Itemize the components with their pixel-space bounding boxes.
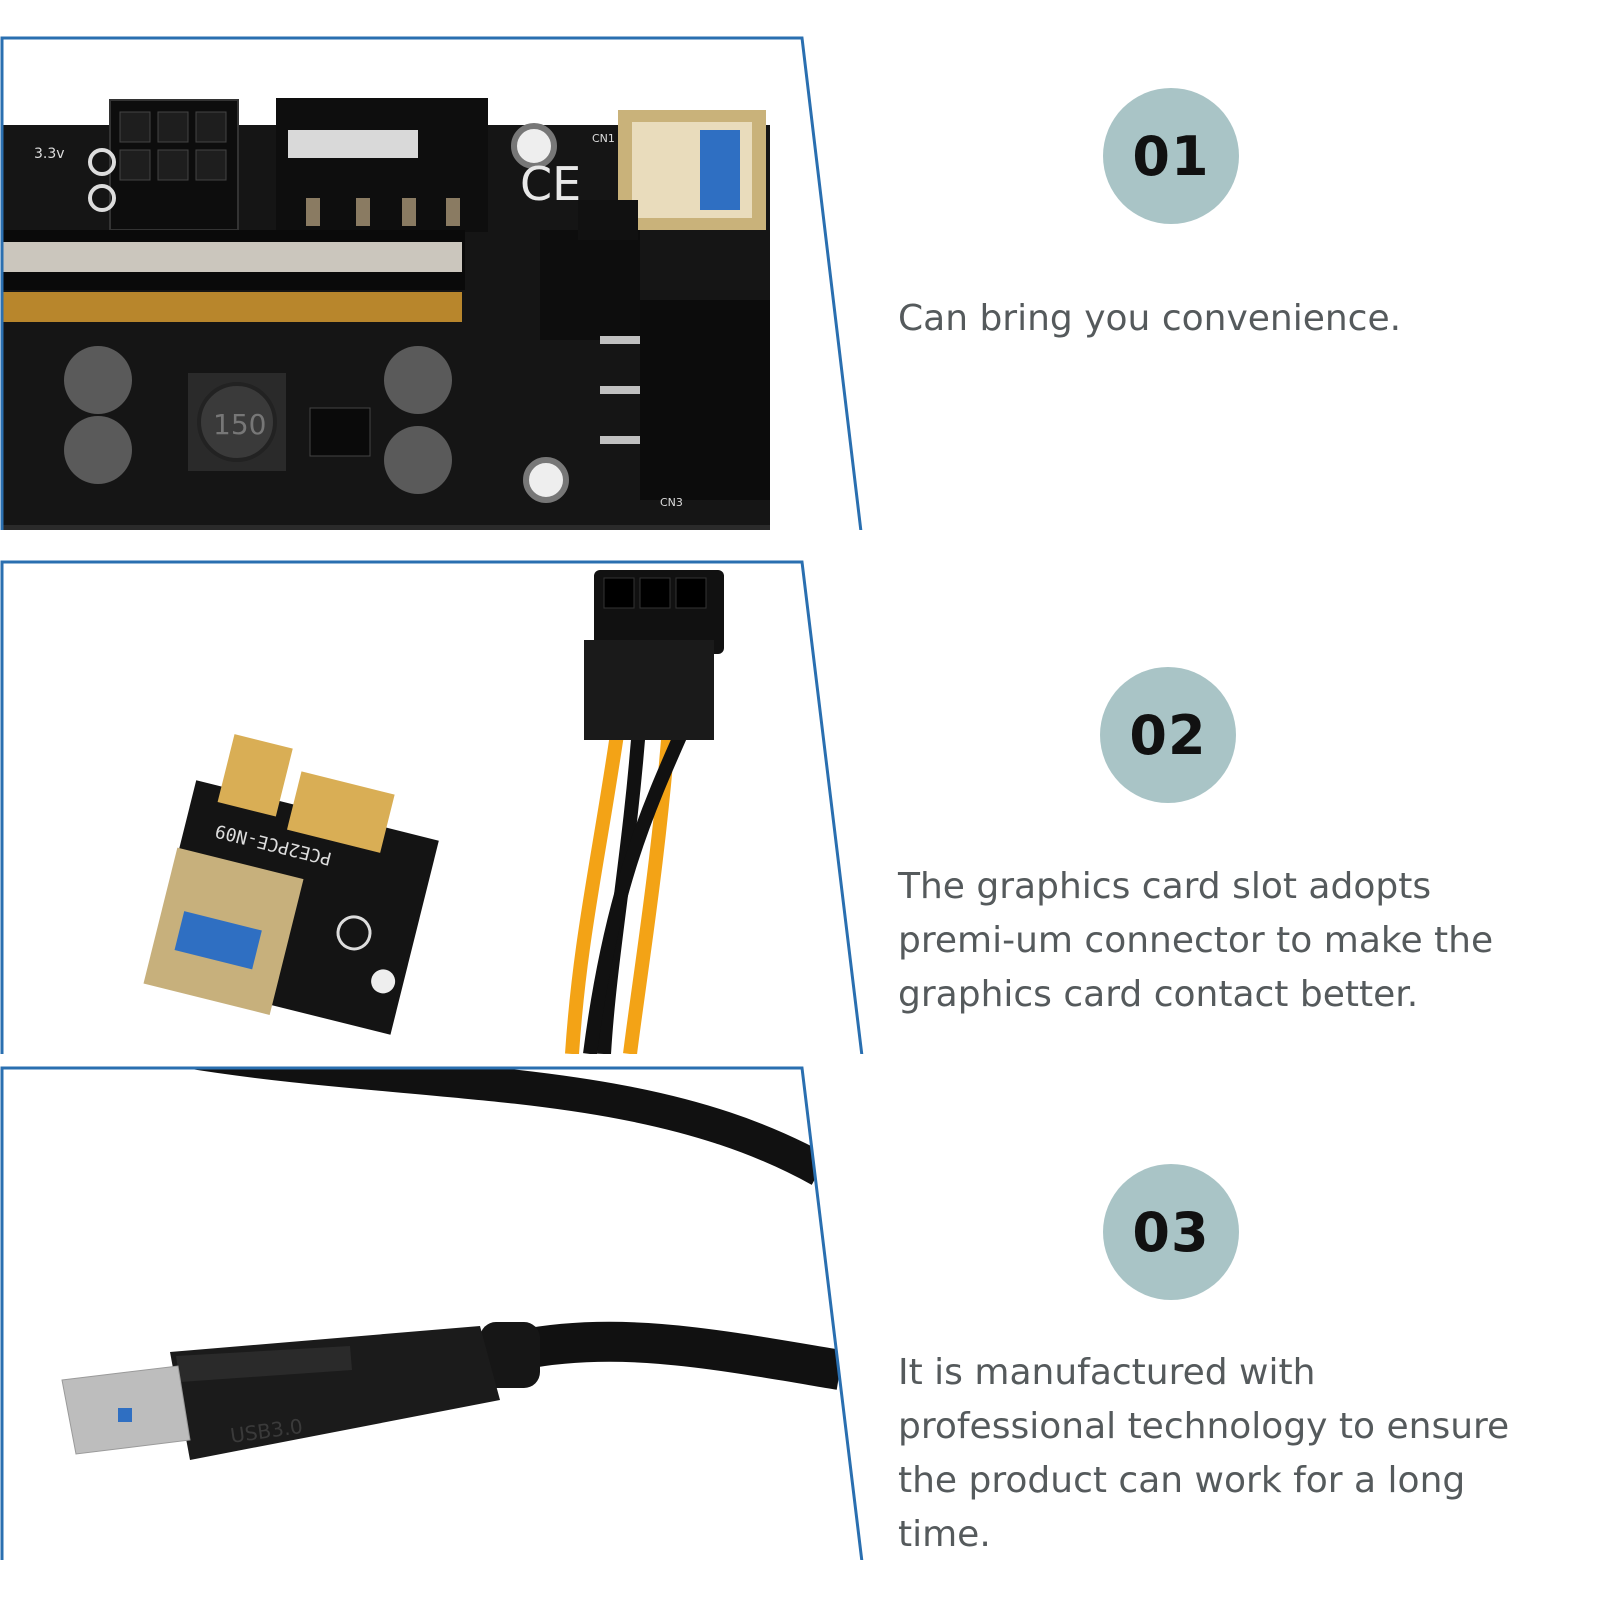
step-number-badge: 03 <box>1103 1164 1239 1300</box>
svg-text:3.3v: 3.3v <box>34 146 65 162</box>
feature-row-2: PCE2PCE-N09 02 The graphics card slot ad… <box>0 554 1600 1074</box>
svg-text:CN3: CN3 <box>660 496 683 509</box>
feature-row-1: CE 150 3.3v CN1 CN3 <box>0 30 1600 550</box>
feature-description: It is manufactured with professional tec… <box>898 1352 1510 1555</box>
step-number-badge: 01 <box>1103 88 1239 224</box>
svg-text:150: 150 <box>213 408 266 441</box>
step-number-badge: 02 <box>1100 667 1236 803</box>
adapter-cable-photo: PCE2PCE-N09 <box>0 554 870 1054</box>
usb-cable-photo: USB3.0 <box>0 1060 870 1560</box>
svg-text:CN1: CN1 <box>592 132 615 145</box>
riser-board-photo: CE 150 3.3v CN1 CN3 <box>0 30 870 530</box>
feature-row-3: USB3.0 03 It is manufactured with profes… <box>0 1060 1600 1580</box>
svg-text:CE: CE <box>520 157 581 211</box>
feature-description: The graphics card slot adopts premi-um c… <box>898 866 1494 1015</box>
feature-description: Can bring you convenience. <box>898 298 1402 339</box>
